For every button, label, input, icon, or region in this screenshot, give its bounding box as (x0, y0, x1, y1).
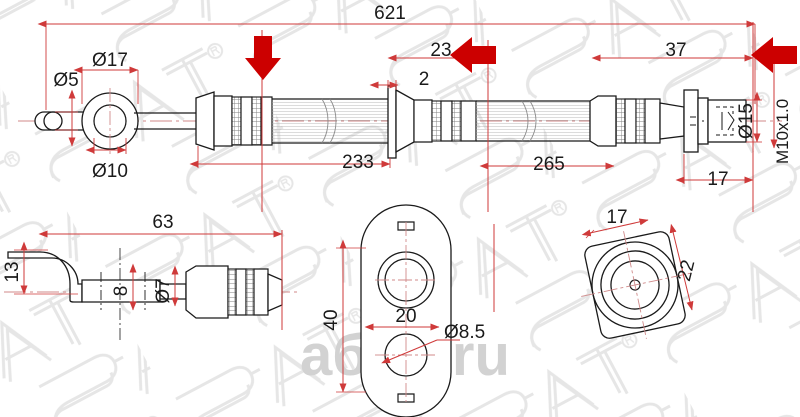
crimp-ferrule-mid (413, 99, 477, 143)
section-arrows (245, 36, 797, 80)
detail-bent-tube: 63 13 8 Ø7 (2, 212, 300, 340)
dim-end-fitting-dia: Ø15 (736, 103, 757, 139)
dim-bracket-offset: 23 (430, 40, 451, 61)
arrow-left-icon (450, 37, 496, 73)
dim-thread-spec: M10x1.0 (773, 99, 792, 164)
dim-hex-width: 17 (606, 207, 627, 228)
dim-tube-width: 8 (111, 286, 132, 297)
dim-end-fitting-length: 17 (707, 169, 728, 190)
detail-bracket-plate: 40 20 Ø8.5 (321, 204, 495, 417)
main-assembly-view: 621 Ø17 Ø10 Ø5 233 2 23 265 37 17 Ø15 M1… (18, 3, 797, 212)
dimension-labels-detail-left: 63 13 8 Ø7 (2, 212, 174, 304)
dim-overall-length: 621 (374, 3, 406, 24)
detail-hex-fitting: 17 22 (581, 207, 699, 339)
dim-hole-spacing: 20 (395, 306, 416, 327)
bracket-bottom-tab (397, 393, 415, 403)
arrow-down-icon (245, 36, 281, 80)
detail-crimp-band-2 (245, 268, 255, 316)
dim-eye-id: Ø10 (92, 161, 128, 182)
dim-plate-height: 40 (321, 309, 342, 330)
arrow-left-icon (751, 37, 797, 73)
hose-section-2 (476, 100, 590, 142)
dimension-labels-detail-mid: 40 20 Ø8.5 (321, 306, 485, 343)
detail-ferrule-body (185, 265, 229, 319)
crimp-ferrule-left (195, 91, 273, 151)
dim-len-bracket-to-end: 265 (533, 154, 565, 175)
dim-bracket-thickness: 2 (419, 69, 430, 90)
hose-section-1 (272, 98, 388, 144)
dim-len-to-bracket: 233 (342, 152, 374, 173)
dim-small-hole-dia: Ø8.5 (444, 322, 485, 343)
tube-bend (7, 251, 83, 303)
detail-crimp-band-1 (227, 268, 237, 316)
dim-tube-dia: Ø7 (153, 278, 174, 303)
dim-pin-dia: Ø5 (53, 70, 78, 91)
dim-end-offset: 37 (665, 40, 686, 61)
dimension-labels-detail-right: 17 22 (606, 207, 699, 283)
dim-detail-length: 63 (152, 212, 173, 233)
dimension-set-main (37, 20, 778, 184)
bracket-plate-edge (387, 85, 415, 159)
dimension-labels-main: 621 Ø17 Ø10 Ø5 233 2 23 265 37 17 Ø15 M1… (53, 3, 792, 190)
crimp-ferrule-right (589, 95, 685, 147)
dim-hex-height: 22 (674, 258, 699, 284)
dim-eye-od: Ø17 (92, 50, 128, 71)
dim-bend-height: 13 (2, 261, 23, 282)
thread-profile (690, 106, 735, 136)
